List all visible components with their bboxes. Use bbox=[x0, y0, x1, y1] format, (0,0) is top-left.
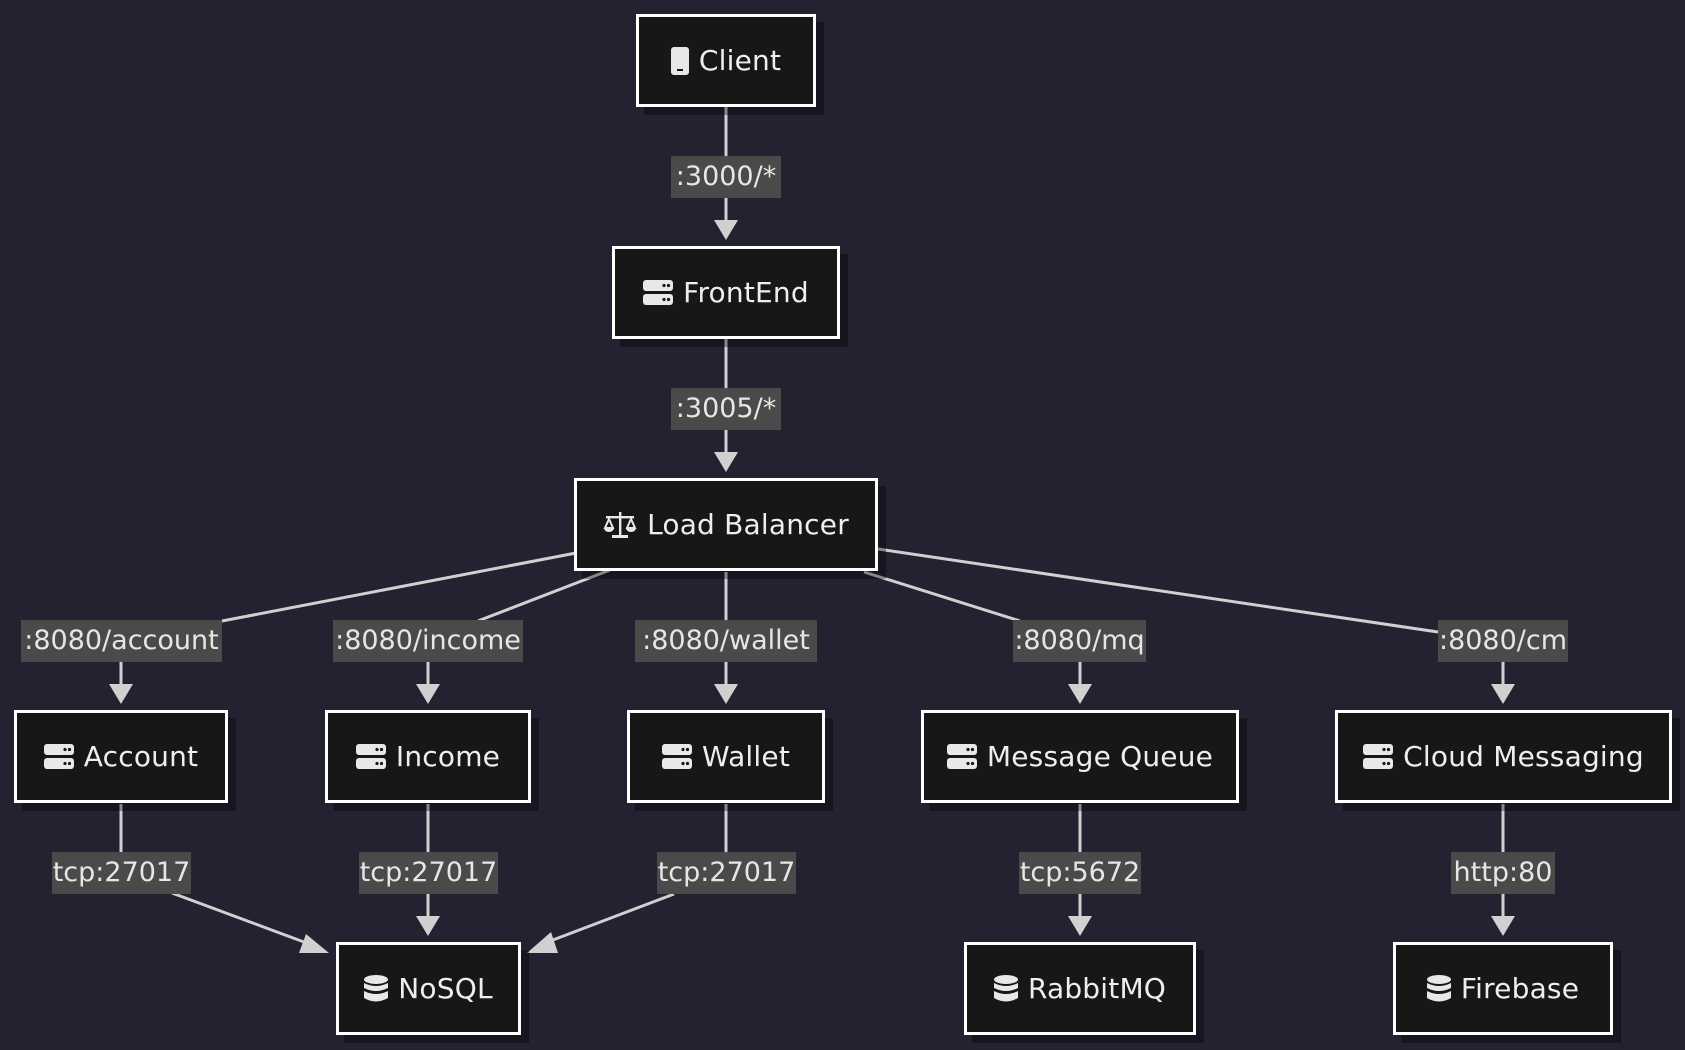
edge-label-load-balancer-cloud-messaging: :8080/cm bbox=[1438, 620, 1568, 662]
node-frontend[interactable]: FrontEnd bbox=[612, 246, 840, 339]
node-cloud-messaging[interactable]: Cloud Messaging bbox=[1335, 710, 1672, 803]
edge-account-nosql bbox=[119, 804, 329, 953]
node-message-queue[interactable]: Message Queue bbox=[921, 710, 1239, 803]
server-icon bbox=[355, 743, 386, 770]
database-icon bbox=[364, 974, 389, 1003]
mobile-phone-icon bbox=[670, 46, 689, 75]
edge-cloud-messaging-firebase bbox=[1491, 804, 1515, 936]
edge-label-client-frontend: :3000/* bbox=[671, 156, 781, 198]
node-label: Wallet bbox=[701, 740, 791, 773]
node-client[interactable]: Client bbox=[636, 14, 816, 107]
edge-load-balancer-income bbox=[416, 568, 611, 704]
edge-label-income-nosql: tcp:27017 bbox=[359, 852, 498, 894]
edge-load-balancer-account bbox=[109, 551, 577, 704]
node-label: Cloud Messaging bbox=[1403, 740, 1644, 773]
edge-load-balancer-message-queue bbox=[863, 570, 1092, 704]
node-label: Client bbox=[698, 44, 782, 77]
node-income[interactable]: Income bbox=[325, 710, 531, 803]
node-label: Firebase bbox=[1460, 972, 1580, 1005]
server-icon bbox=[643, 279, 674, 306]
node-label: Account bbox=[83, 740, 199, 773]
node-label: Income bbox=[395, 740, 501, 773]
server-icon bbox=[946, 743, 977, 770]
node-account[interactable]: Account bbox=[14, 710, 228, 803]
node-load-balancer[interactable]: Load Balancer bbox=[574, 478, 878, 571]
edge-label-load-balancer-income: :8080/income bbox=[333, 620, 523, 662]
edge-label-cloud-messaging-firebase: http:80 bbox=[1451, 852, 1555, 894]
server-icon bbox=[661, 743, 692, 770]
node-firebase[interactable]: Firebase bbox=[1393, 942, 1613, 1035]
node-label: RabbitMQ bbox=[1027, 972, 1167, 1005]
edge-label-account-nosql: tcp:27017 bbox=[52, 852, 191, 894]
node-label: FrontEnd bbox=[683, 276, 809, 309]
database-icon bbox=[993, 974, 1018, 1003]
edge-message-queue-rabbitmq bbox=[1068, 804, 1092, 936]
server-icon bbox=[1363, 743, 1394, 770]
edge-label-load-balancer-wallet: :8080/wallet bbox=[635, 620, 817, 662]
node-label: NoSQL bbox=[398, 972, 493, 1005]
node-wallet[interactable]: Wallet bbox=[627, 710, 825, 803]
edge-label-message-queue-rabbitmq: tcp:5672 bbox=[1019, 852, 1141, 894]
database-icon bbox=[1426, 974, 1451, 1003]
edge-label-frontend-load-balancer: :3005/* bbox=[671, 388, 781, 430]
edge-label-load-balancer-account: :8080/account bbox=[21, 620, 222, 662]
edge-income-nosql bbox=[416, 804, 440, 936]
node-label: Load Balancer bbox=[647, 508, 849, 541]
edge-load-balancer-cloud-messaging bbox=[877, 547, 1515, 704]
node-rabbitmq[interactable]: RabbitMQ bbox=[964, 942, 1196, 1035]
edge-label-wallet-nosql: tcp:27017 bbox=[657, 852, 796, 894]
balance-scale-icon bbox=[603, 511, 637, 539]
node-label: Message Queue bbox=[986, 740, 1214, 773]
edge-wallet-nosql bbox=[527, 804, 728, 953]
edge-load-balancer-wallet bbox=[714, 572, 738, 704]
edge-label-load-balancer-message-queue: :8080/mq bbox=[1013, 620, 1146, 662]
node-nosql[interactable]: NoSQL bbox=[336, 942, 521, 1035]
server-icon bbox=[43, 743, 74, 770]
